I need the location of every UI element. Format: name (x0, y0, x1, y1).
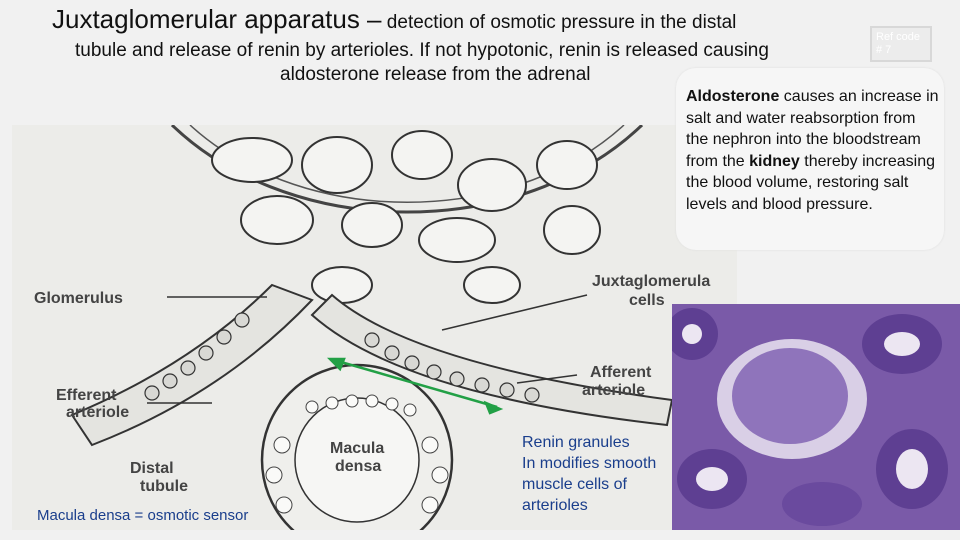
histology-micrograph (672, 304, 960, 530)
caption-macula-densa: Macula densa = osmotic sensor (37, 507, 249, 524)
ref-code-label: Ref code (876, 31, 921, 43)
caption-renin-line-1: Renin granules (522, 434, 630, 451)
label-macula-1: Macula (330, 440, 384, 457)
title-line-1: Juxtaglomerular apparatus – detection of… (52, 4, 736, 35)
label-distal-2: tubule (140, 478, 188, 495)
callout-text-2: thereby increasing the blood volume, res… (686, 152, 936, 213)
label-distal-1: Distal (130, 460, 174, 477)
title-line-3: aldosterone release from the adrenal (280, 64, 591, 85)
callout-bold-aldosterone: Aldosterone (686, 88, 780, 105)
juxtaglomerular-diagram: Glomerulus Juxtaglomerula cells Efferent… (12, 125, 737, 530)
label-macula-2: densa (335, 458, 381, 475)
caption-renin-line-3: muscle cells of (522, 476, 627, 493)
title-main: Juxtaglomerular apparatus – (52, 4, 382, 34)
callout-bold-kidney: kidney (749, 152, 800, 170)
label-efferent-2: arteriole (66, 404, 129, 421)
label-afferent-2: arteriole (582, 382, 645, 399)
title-rest: detection of osmotic pressure in the dis… (381, 12, 737, 33)
label-juxtaglomerular-2: cells (629, 292, 665, 309)
label-juxtaglomerular-1: Juxtaglomerula (592, 273, 710, 290)
aldosterone-callout-text: Aldosterone causes an increase in salt a… (686, 86, 941, 215)
callout-text-1: causes an increase in salt and water rea… (686, 88, 939, 170)
aldosterone-callout (676, 68, 944, 250)
label-efferent-1: Efferent (56, 387, 117, 404)
label-glomerulus: Glomerulus (34, 290, 123, 307)
label-afferent-1: Afferent (590, 364, 652, 381)
caption-renin-line-4: arterioles (522, 497, 588, 514)
ref-code-number: # 7 (876, 44, 892, 56)
caption-renin-line-2: In modifies smooth (522, 455, 657, 472)
title-line-2: tubule and release of renin by arteriole… (75, 40, 769, 61)
ref-code-box: Ref code # 7 (870, 26, 932, 62)
caption-renin: Renin granules In modifies smooth muscle… (522, 432, 687, 516)
